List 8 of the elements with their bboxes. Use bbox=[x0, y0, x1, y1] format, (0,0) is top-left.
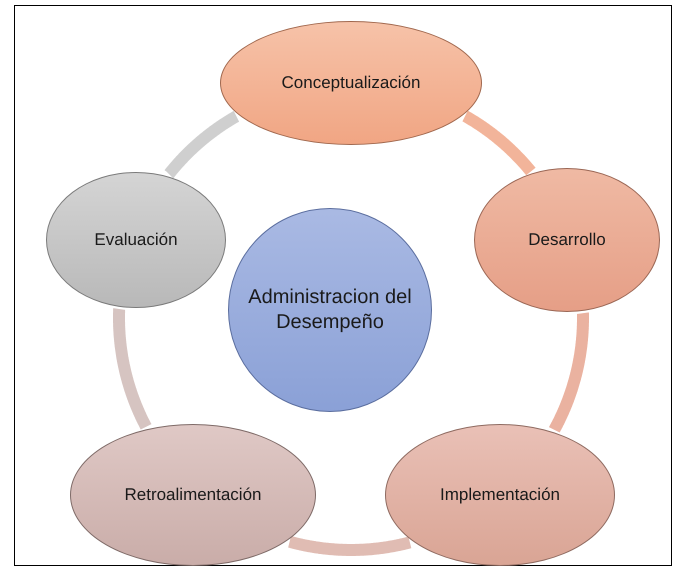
center-circle: Administracion del Desempeño bbox=[228, 208, 432, 412]
stage-ellipse: Evaluación bbox=[46, 172, 226, 308]
stage-ellipse: Conceptualización bbox=[220, 21, 482, 145]
stage-ellipse: Retroalimentación bbox=[70, 424, 316, 566]
stage-ellipse: Desarrollo bbox=[474, 168, 660, 312]
ring-connector bbox=[164, 110, 242, 180]
ring-connector bbox=[460, 110, 536, 177]
stage-ellipse: Implementación bbox=[385, 424, 615, 566]
